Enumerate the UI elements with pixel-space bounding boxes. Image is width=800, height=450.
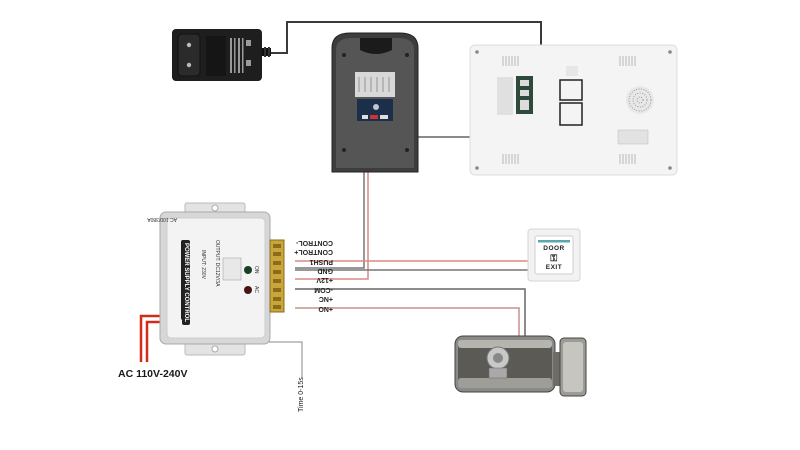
terminal-label-gnd: GND — [317, 267, 333, 274]
power-supply-unit — [159, 202, 285, 356]
time-delay-label: Time 0-15s — [298, 377, 305, 412]
wire-ac-input-1 — [139, 314, 160, 362]
wire-ac-input-2 — [145, 320, 160, 362]
electric-lock — [454, 335, 587, 397]
psu-led-on-label: ON — [253, 266, 259, 274]
indoor-monitor — [469, 44, 678, 176]
psu-output-spec: OUTPUT: DC12V/3A — [214, 240, 220, 287]
door-station — [331, 32, 419, 173]
exit-button-exit-text: EXIT — [545, 264, 563, 271]
psu-title-text: POWER SUPPLY CONTROL — [182, 240, 190, 326]
wire-com-lock — [295, 288, 526, 338]
wire-no-lock — [295, 307, 520, 338]
exit-button-door-text: DOOR — [543, 245, 565, 252]
terminal-label-com: -COM — [314, 286, 333, 293]
key-icon: ⚿ — [550, 253, 558, 263]
terminal-label-push1: PUSH1 — [309, 258, 333, 265]
psu-led-ac-label: AC — [253, 286, 259, 293]
terminal-label-no: +NO — [318, 305, 333, 312]
exit-button-device — [527, 228, 581, 282]
ac-adapter — [172, 29, 271, 81]
psu-model-text: AC 100/380A — [147, 216, 177, 222]
ac-input-label: AC 110V-240V — [118, 368, 188, 380]
terminal-label-nc: +NC — [318, 295, 333, 302]
terminal-label-control-minus: CONTROL- — [296, 239, 333, 246]
psu-input-spec: INPUT: 230V — [200, 250, 206, 279]
terminal-label-12v: +12V — [316, 276, 333, 283]
terminal-label-control-plus: CONTROL+ — [294, 248, 333, 255]
wire-time-delay — [268, 341, 303, 378]
